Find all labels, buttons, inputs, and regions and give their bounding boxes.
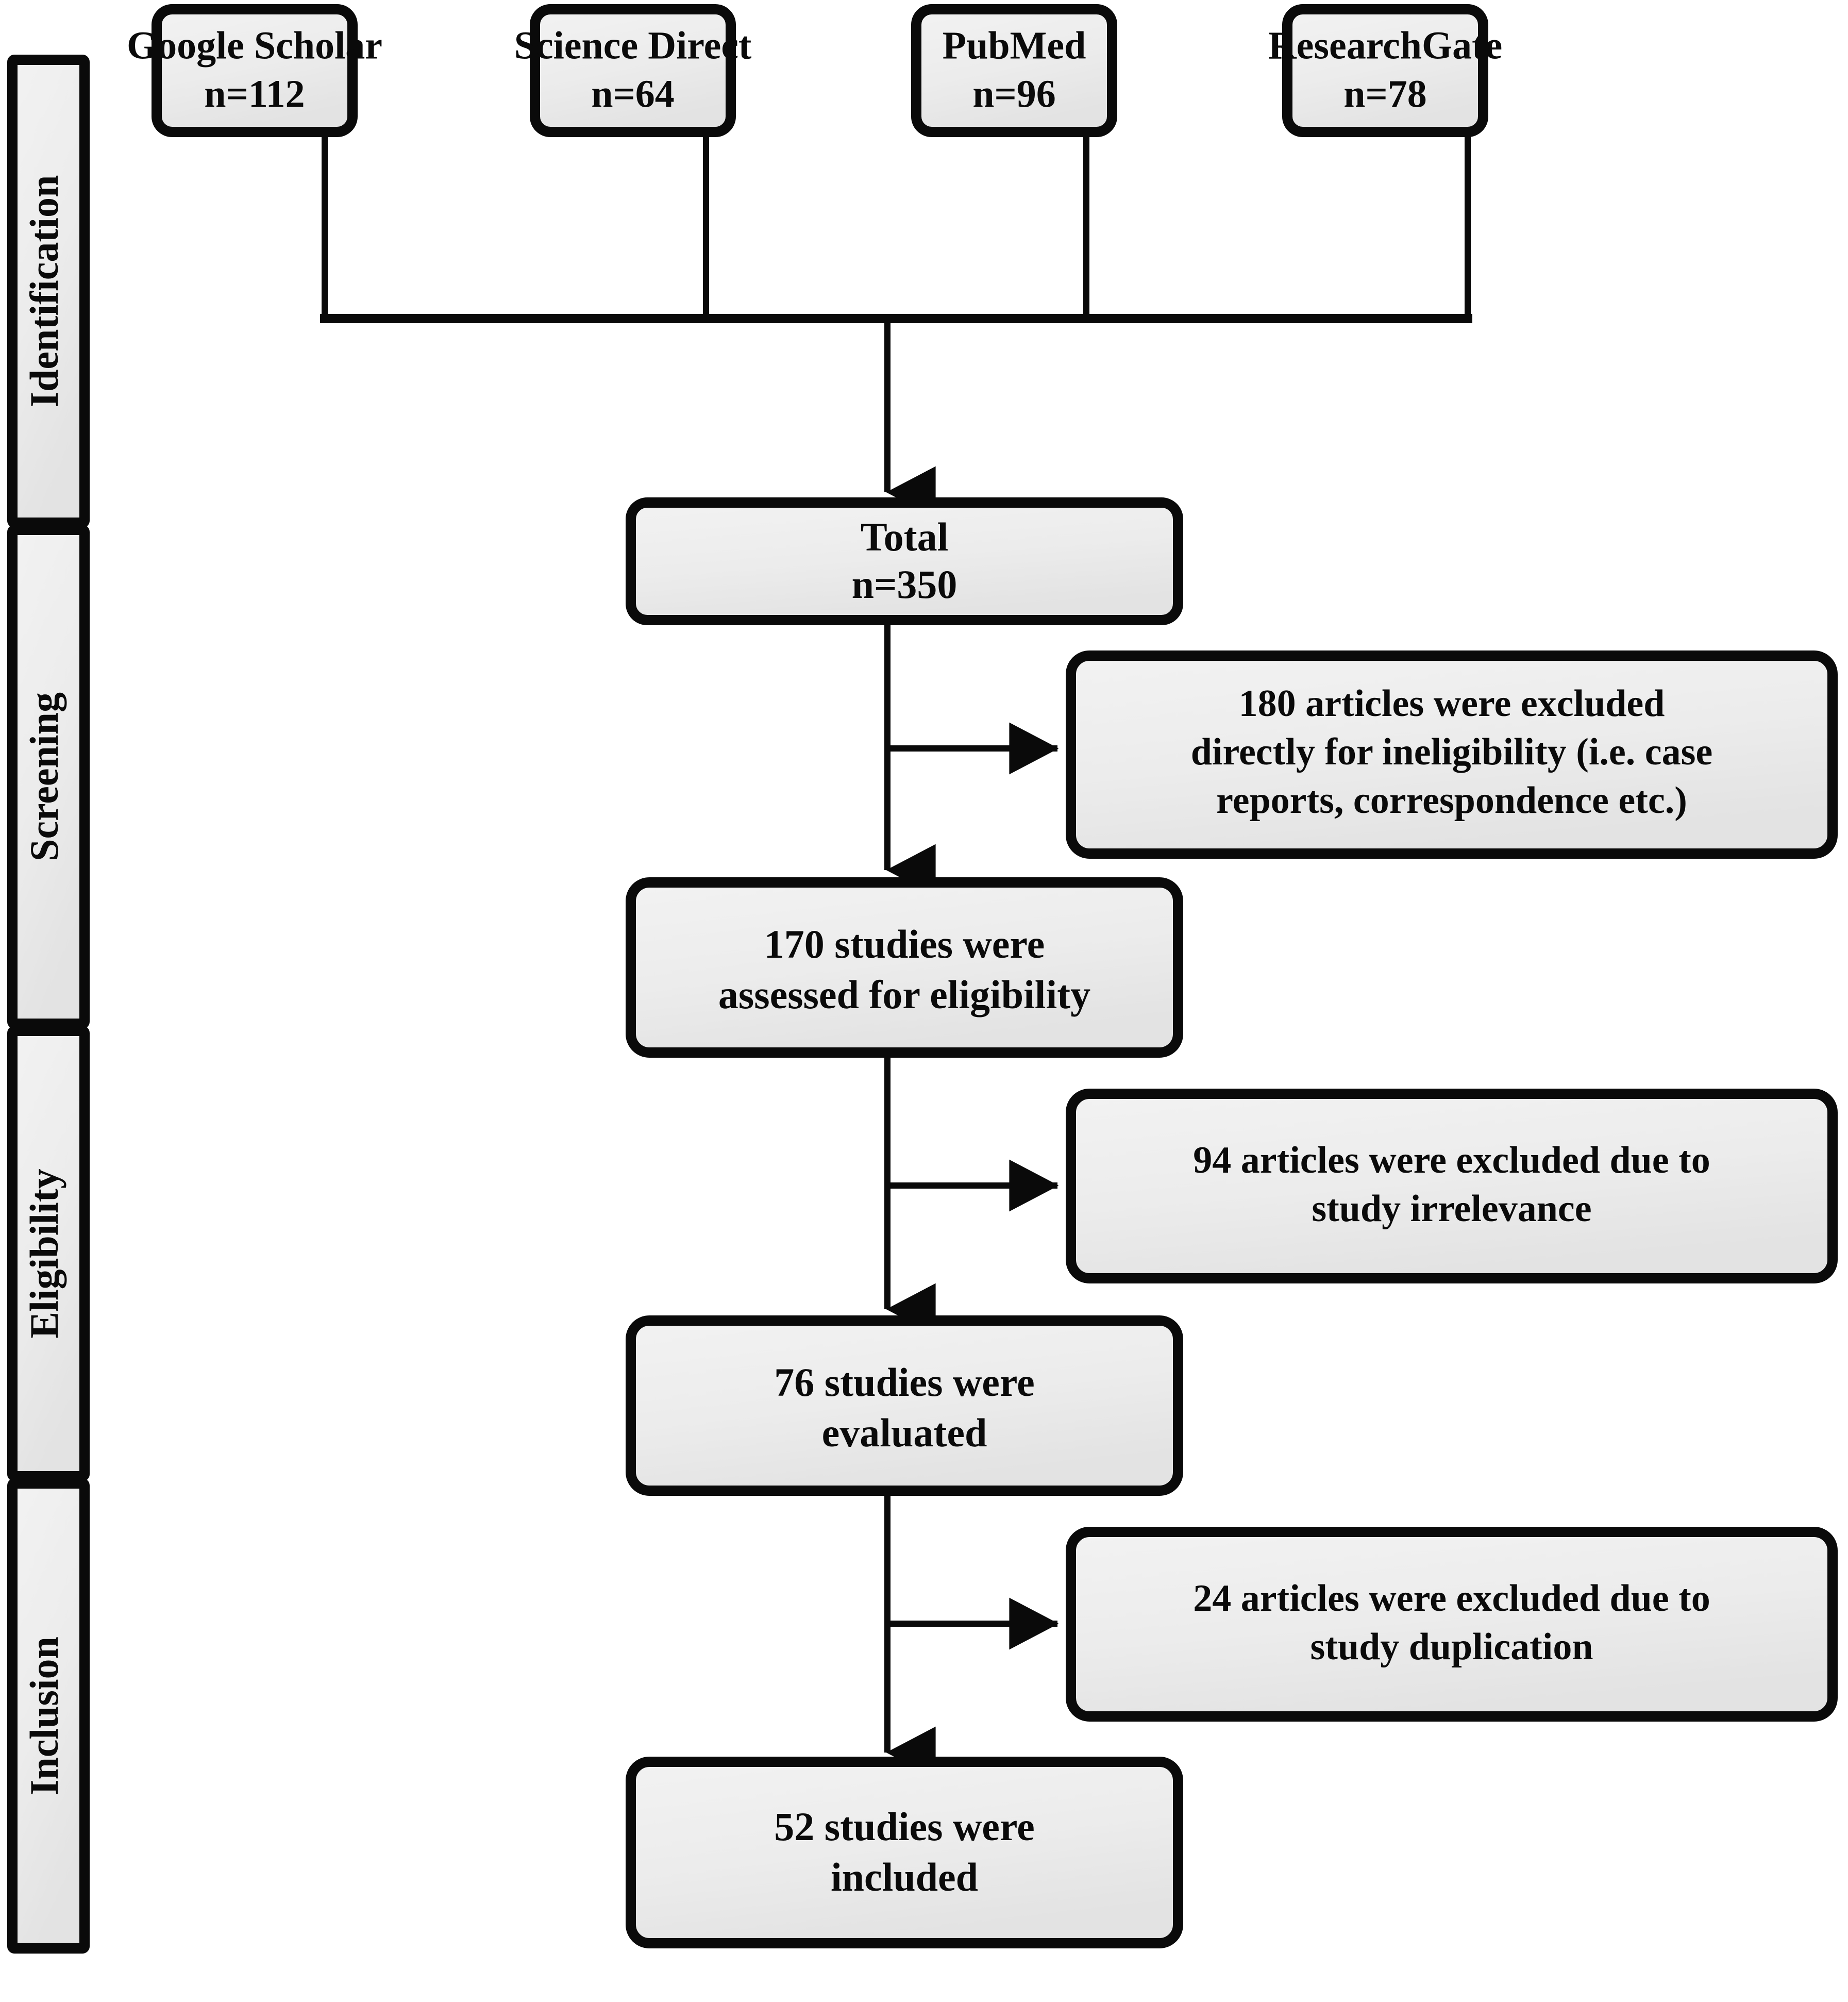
flow-box-assessed-line1: 170 studies were bbox=[764, 922, 1045, 966]
stage-box-screening: Screening bbox=[7, 525, 90, 1029]
exclusion-box-duplicate-line2: study duplication bbox=[1310, 1626, 1593, 1668]
source-count-science-direct: n=64 bbox=[591, 72, 675, 115]
flow-box-total-line2: n=350 bbox=[852, 562, 957, 607]
stage-label-identification: Identification bbox=[22, 175, 66, 408]
exclusion-box-duplicate-shape bbox=[1066, 1527, 1838, 1722]
exclusion-box-ineligible-line3: reports, correspondence etc.) bbox=[1216, 779, 1687, 822]
flow-box-evaluated-line2: evaluated bbox=[822, 1410, 987, 1455]
main-flow-connectors bbox=[884, 319, 1059, 1779]
flow-box-evaluated-shape bbox=[626, 1315, 1183, 1496]
flow-box-evaluated: 76 studies were evaluated bbox=[626, 1315, 1183, 1496]
source-box-pubmed: PubMed n=96 bbox=[911, 4, 1117, 137]
flow-box-included-line2: included bbox=[831, 1855, 978, 1899]
flow-box-total-shape bbox=[626, 497, 1183, 625]
source-box-researchgate-shape bbox=[1282, 4, 1488, 137]
exclusion-box-irrelevant-line1: 94 articles were excluded due to bbox=[1193, 1139, 1710, 1181]
exclusion-box-irrelevant-shape bbox=[1066, 1089, 1838, 1283]
flow-box-total: Total n=350 bbox=[626, 497, 1183, 625]
stage-label-inclusion: Inclusion bbox=[22, 1637, 66, 1795]
stage-box-screening-shape bbox=[7, 525, 90, 1029]
exclusion-box-duplicate-line1: 24 articles were excluded due to bbox=[1193, 1577, 1710, 1620]
source-merge-bracket bbox=[320, 130, 1472, 323]
source-count-google-scholar: n=112 bbox=[204, 72, 305, 115]
flow-box-included-line1: 52 studies were bbox=[774, 1804, 1035, 1849]
source-name-science-direct: Science Direct bbox=[514, 24, 752, 67]
source-box-science-direct: Science Direct n=64 bbox=[514, 4, 752, 137]
source-name-google-scholar: Google Scholar bbox=[127, 24, 382, 67]
stage-box-eligibility: Eligibility bbox=[7, 1026, 90, 1481]
exclusion-box-ineligible: 180 articles were excluded directly for … bbox=[1066, 650, 1838, 859]
source-name-researchgate: ResearchGate bbox=[1268, 24, 1502, 67]
source-box-science-direct-shape bbox=[530, 4, 736, 137]
source-box-google-scholar-shape bbox=[152, 4, 358, 137]
flow-box-assessed-line2: assessed for eligibility bbox=[718, 972, 1090, 1017]
flow-box-total-line1: Total bbox=[861, 514, 949, 559]
flow-box-evaluated-line1: 76 studies were bbox=[774, 1360, 1035, 1405]
exclusion-box-irrelevant: 94 articles were excluded due to study i… bbox=[1066, 1089, 1838, 1283]
source-boxes-row: Google Scholar n=112 Science Direct n=64… bbox=[127, 4, 1502, 137]
flow-box-included-shape bbox=[626, 1757, 1183, 1948]
flow-box-assessed-shape bbox=[626, 877, 1183, 1058]
exclusion-box-ineligible-line1: 180 articles were excluded bbox=[1239, 682, 1665, 725]
exclusion-box-irrelevant-line2: study irrelevance bbox=[1312, 1188, 1591, 1230]
exclusion-box-duplicate: 24 articles were excluded due to study d… bbox=[1066, 1527, 1838, 1722]
stage-box-identification-shape bbox=[7, 55, 90, 528]
source-box-pubmed-shape bbox=[911, 4, 1117, 137]
exclusion-boxes: 180 articles were excluded directly for … bbox=[1066, 650, 1838, 1722]
source-box-google-scholar: Google Scholar n=112 bbox=[127, 4, 382, 137]
stage-box-inclusion-shape bbox=[7, 1478, 90, 1954]
stage-label-screening: Screening bbox=[22, 692, 66, 861]
stage-sidebar: Identification Screening Eligibility Inc… bbox=[7, 55, 90, 1954]
stage-label-eligibility: Eligibility bbox=[22, 1169, 66, 1338]
exclusion-box-ineligible-line2: directly for ineligibility (i.e. case bbox=[1191, 731, 1713, 773]
source-name-pubmed: PubMed bbox=[943, 24, 1086, 67]
source-count-researchgate: n=78 bbox=[1343, 72, 1427, 115]
source-box-researchgate: ResearchGate n=78 bbox=[1268, 4, 1502, 137]
main-flow-boxes: Total n=350 170 studies were assessed fo… bbox=[626, 497, 1183, 1948]
flow-box-assessed: 170 studies were assessed for eligibilit… bbox=[626, 877, 1183, 1058]
stage-box-eligibility-shape bbox=[7, 1026, 90, 1481]
exclusion-box-ineligible-shape bbox=[1066, 650, 1838, 859]
flow-box-included: 52 studies were included bbox=[626, 1757, 1183, 1948]
stage-box-identification: Identification bbox=[7, 55, 90, 528]
stage-box-inclusion: Inclusion bbox=[7, 1478, 90, 1954]
source-count-pubmed: n=96 bbox=[972, 72, 1056, 115]
